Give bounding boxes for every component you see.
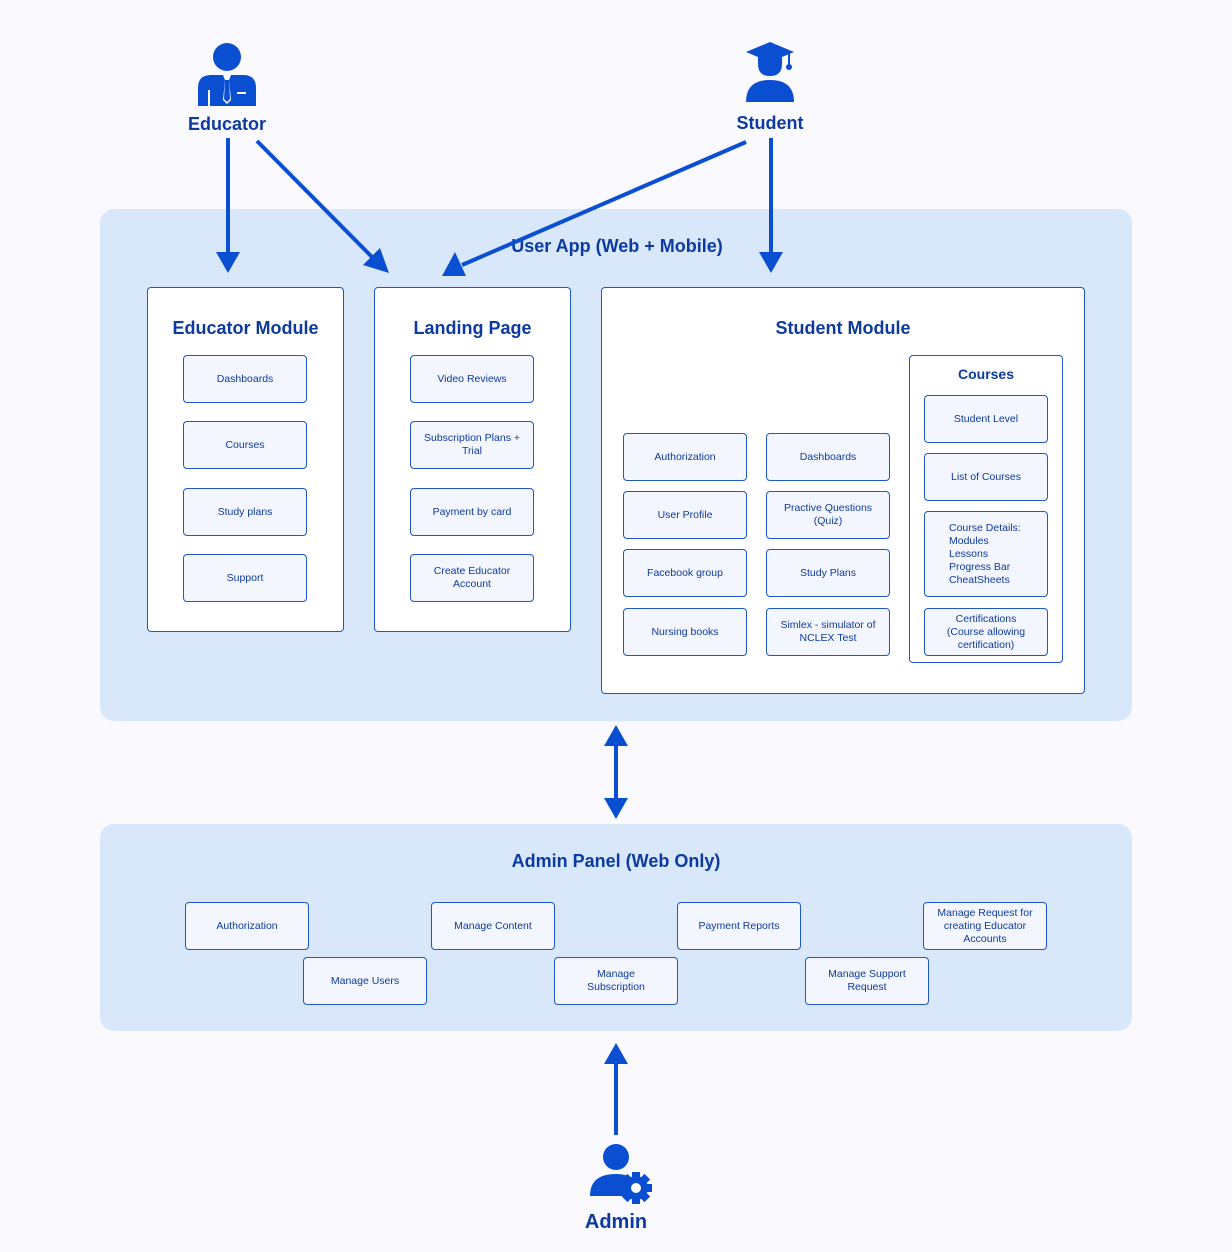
- educator-module-title: Educator Module: [172, 318, 319, 338]
- admin-manage-educator-requests[interactable]: Manage Request for creating Educator Acc…: [923, 902, 1047, 950]
- landing-subscription-plans[interactable]: Subscription Plans + Trial: [410, 421, 534, 469]
- student-authorization[interactable]: Authorization: [623, 433, 747, 481]
- educator-dashboards[interactable]: Dashboards: [183, 355, 307, 403]
- landing-payment-by-card[interactable]: Payment by card: [410, 488, 534, 536]
- gear-icon: [620, 1172, 652, 1204]
- arrow-student-to-landing: [461, 140, 747, 267]
- educator-courses[interactable]: Courses: [183, 421, 307, 469]
- courses-student-level[interactable]: Student Level: [924, 395, 1048, 443]
- admin-manage-support-request[interactable]: Manage Support Request: [805, 957, 929, 1005]
- courses-list-of-courses[interactable]: List of Courses: [924, 453, 1048, 501]
- landing-page-title: Landing Page: [413, 318, 532, 338]
- courses-certifications[interactable]: Certifications (Course allowing certific…: [924, 608, 1048, 656]
- admin-payment-reports[interactable]: Payment Reports: [677, 902, 801, 950]
- student-study-plans[interactable]: Study Plans: [766, 549, 890, 597]
- admin-panel-title: Admin Panel (Web Only): [511, 851, 721, 871]
- admin-icon: [590, 1144, 652, 1204]
- educator-support[interactable]: Support: [183, 554, 307, 602]
- student-label: Student: [736, 113, 804, 133]
- courses-course-details[interactable]: Course Details: Modules Lessons Progress…: [924, 511, 1048, 597]
- admin-manage-users[interactable]: Manage Users: [303, 957, 427, 1005]
- admin-manage-content[interactable]: Manage Content: [431, 902, 555, 950]
- landing-video-reviews[interactable]: Video Reviews: [410, 355, 534, 403]
- landing-create-educator-account[interactable]: Create Educator Account: [410, 554, 534, 602]
- student-user-profile[interactable]: User Profile: [623, 491, 747, 539]
- student-module-title: Student Module: [775, 318, 911, 338]
- admin-label: Admin: [584, 1211, 648, 1233]
- student-nursing-books[interactable]: Nursing books: [623, 608, 747, 656]
- educator-label: Educator: [187, 114, 266, 134]
- educator-study-plans[interactable]: Study plans: [183, 488, 307, 536]
- student-facebook-group[interactable]: Facebook group: [623, 549, 747, 597]
- student-practice-questions[interactable]: Practive Questions (Quiz): [766, 491, 890, 539]
- arrow-educator-to-landing: [255, 139, 374, 259]
- admin-manage-subscription[interactable]: Manage Subscription: [554, 957, 678, 1005]
- admin-authorization[interactable]: Authorization: [185, 902, 309, 950]
- user-app-title: User App (Web + Mobile): [511, 236, 723, 256]
- student-dashboards[interactable]: Dashboards: [766, 433, 890, 481]
- courses-title: Courses: [957, 366, 1015, 382]
- educator-icon: [198, 43, 256, 106]
- student-icon: [746, 42, 794, 102]
- student-simlex[interactable]: Simlex - simulator of NCLEX Test: [766, 608, 890, 656]
